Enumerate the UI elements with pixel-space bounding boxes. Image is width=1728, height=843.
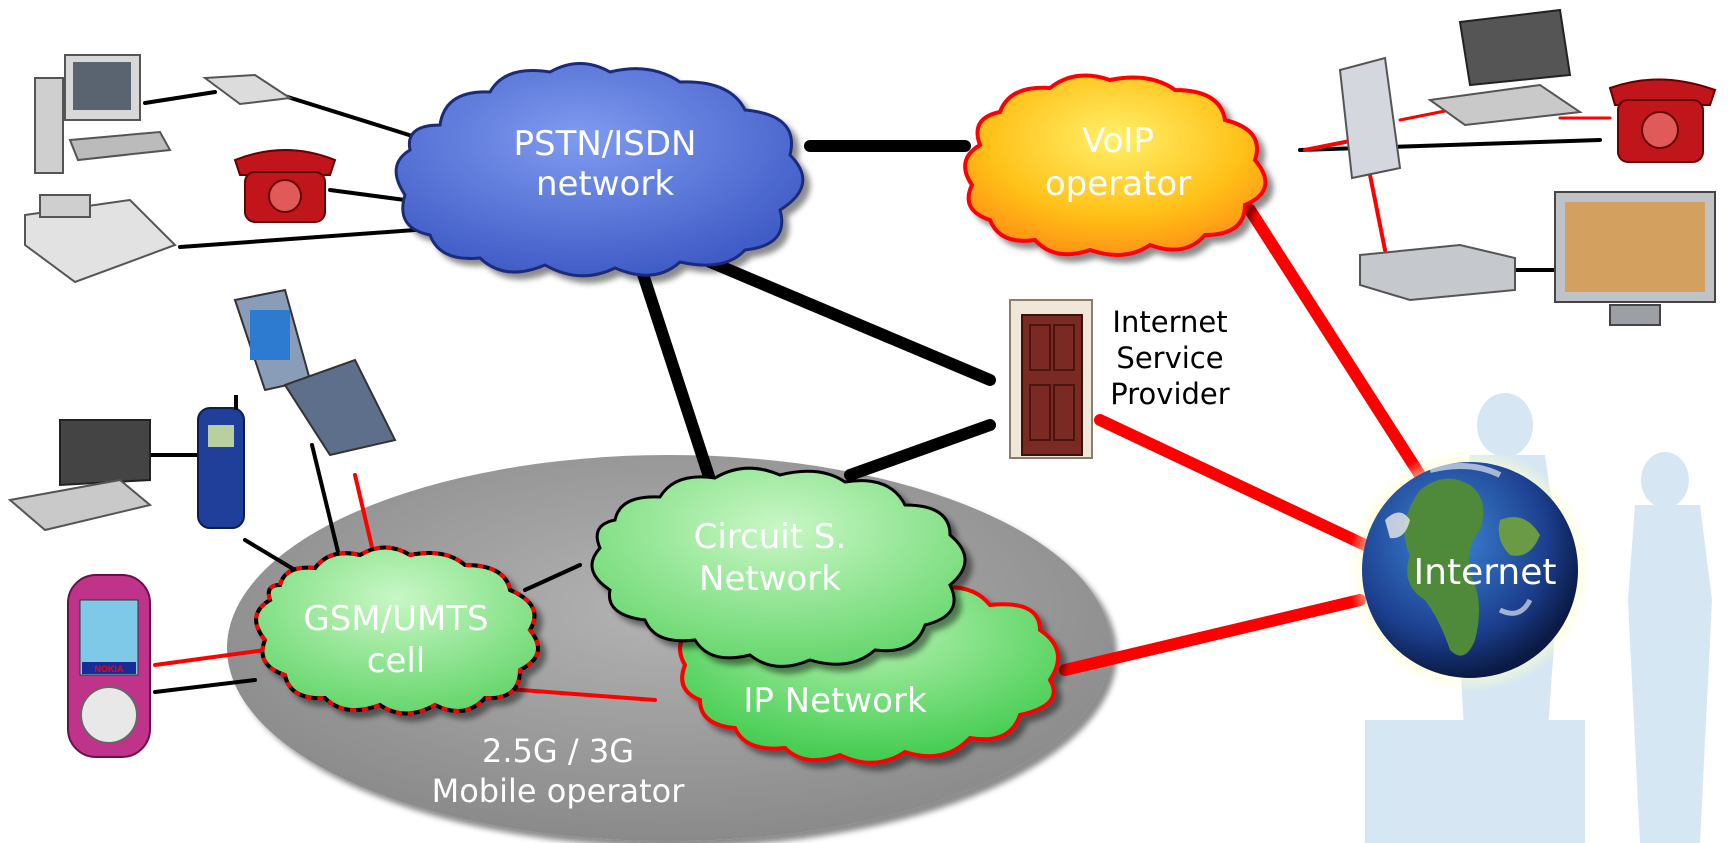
circuit-network-cloud: [590, 466, 967, 668]
mobile-phone-icon: [197, 395, 245, 529]
flip-phone-icon: [233, 288, 397, 457]
laptop-icon: [7, 419, 153, 532]
internet-label: Internet: [1414, 552, 1557, 593]
circuit-label-line1: Circuit S.: [694, 517, 847, 557]
pstn-label-line2: network: [536, 164, 674, 204]
isp-label-line2: Service: [1116, 341, 1223, 375]
isp-label-line3: Provider: [1110, 377, 1229, 411]
phone-brand-label: NOKIA: [95, 664, 125, 674]
set-top-box-icon: [1359, 243, 1516, 302]
desktop-computer-icon: [34, 54, 172, 174]
red-links: [153, 106, 1612, 702]
red-telephone-icon: [233, 149, 337, 223]
pstn-cloud: [394, 62, 805, 278]
mobile-operator-label-line1: 2.5G / 3G: [482, 732, 634, 770]
gsm-label-line1: GSM/UMTS: [303, 599, 488, 639]
gsm-cell-cloud: [254, 545, 540, 716]
router-tower-icon: [1338, 56, 1402, 180]
smartphone-icon: NOKIA: [67, 574, 151, 758]
earth-globe-icon: [1348, 448, 1592, 692]
red-telephone-icon: [1608, 78, 1717, 163]
ip-network-label: IP Network: [743, 681, 927, 721]
isp-label-line1: Internet: [1112, 305, 1227, 339]
voip-label-line1: VoIP: [1082, 121, 1154, 161]
fax-machine-icon: [24, 194, 177, 284]
voip-cloud: [963, 73, 1268, 257]
voip-label-line2: operator: [1045, 164, 1191, 204]
door-icon: [1009, 299, 1093, 459]
pstn-label-line1: PSTN/ISDN: [514, 124, 697, 164]
gsm-label-line2: cell: [367, 641, 426, 681]
circuit-label-line2: Network: [699, 559, 841, 599]
mobile-operator-label-line2: Mobile operator: [432, 772, 686, 810]
television-icon: [1554, 191, 1716, 326]
laptop-icon: [1427, 8, 1583, 127]
modem-icon: [202, 73, 293, 106]
